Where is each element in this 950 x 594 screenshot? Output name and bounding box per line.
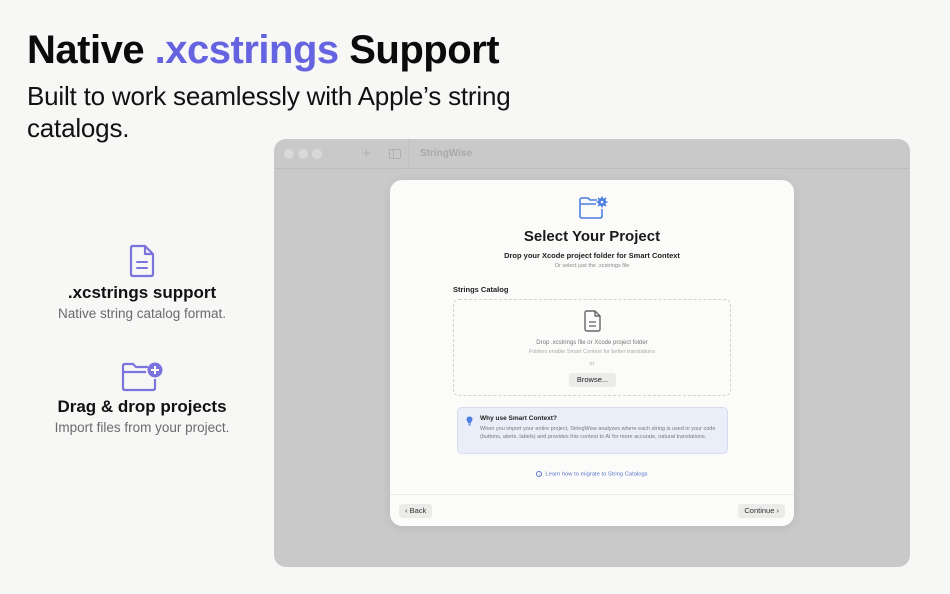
continue-button[interactable]: Continue › [738,504,785,518]
browse-button[interactable]: Browse... [569,373,616,387]
close-window-button[interactable] [284,149,294,159]
folder-gear-icon [579,196,608,219]
section-label: Strings Catalog [453,285,509,294]
smart-context-info-box: Why use Smart Context? When you import y… [457,407,728,454]
back-button[interactable]: ‹ Back [399,504,433,518]
headline-accent: .xcstrings [154,28,339,72]
dropzone-or-text: or [589,361,595,367]
lightbulb-icon [466,416,473,426]
feature-drag-drop: Drag & drop projects Import files from y… [37,361,247,435]
window-title: StringWise [420,148,473,159]
minimize-window-button[interactable] [298,149,308,159]
headline-post: Support [338,28,500,72]
titlebar-divider [408,139,409,169]
info-title: Why use Smart Context? [480,415,557,422]
headline: Native .xcstrings Support [27,28,500,73]
dialog-title: Select Your Project [523,228,661,245]
file-dropzone[interactable]: Drop .xcstrings file or Xcode project fo… [453,299,731,396]
feature-description: Native string catalog format. [57,306,227,321]
folder-plus-icon [121,362,163,392]
chevron-right-icon: › [774,506,779,515]
feature-xcstrings: .xcstrings support Native string catalog… [37,243,247,321]
info-circle-icon: i [536,471,543,477]
chevron-left-icon: ‹ [405,506,410,515]
sidebar-toggle-icon[interactable] [389,149,401,159]
app-window: + StringWise Select Your Project Drop yo… [274,139,910,567]
document-icon [129,244,155,278]
zoom-window-button[interactable] [312,149,322,159]
headline-pre: Native [27,28,155,72]
dialog-subtitle: Drop your Xcode project folder for Smart… [504,251,680,260]
continue-label: Continue [744,506,775,515]
dropzone-primary-text: Drop .xcstrings file or Xcode project fo… [536,340,648,346]
info-text: When you import your entire project, Str… [480,426,716,440]
subheadline: Built to work seamlessly with Apple’s st… [27,81,511,143]
add-icon[interactable]: + [362,145,371,162]
learn-link-label: Learn how to migrate to String Catalogs [545,471,648,478]
dialog-subtitle-secondary: Or select just the .xcstrings file [554,263,630,269]
document-icon [584,310,601,332]
feature-description: Import files from your project. [54,420,230,435]
feature-title: .xcstrings support [67,283,217,302]
dropzone-secondary-text: Folders enable Smart Context for better … [528,349,656,355]
back-label: Back [409,506,427,515]
feature-title: Drag & drop projects [57,397,227,416]
title-bar: + StringWise [274,139,910,169]
select-project-dialog: Select Your Project Drop your Xcode proj… [390,180,794,526]
footer-divider [390,494,794,495]
